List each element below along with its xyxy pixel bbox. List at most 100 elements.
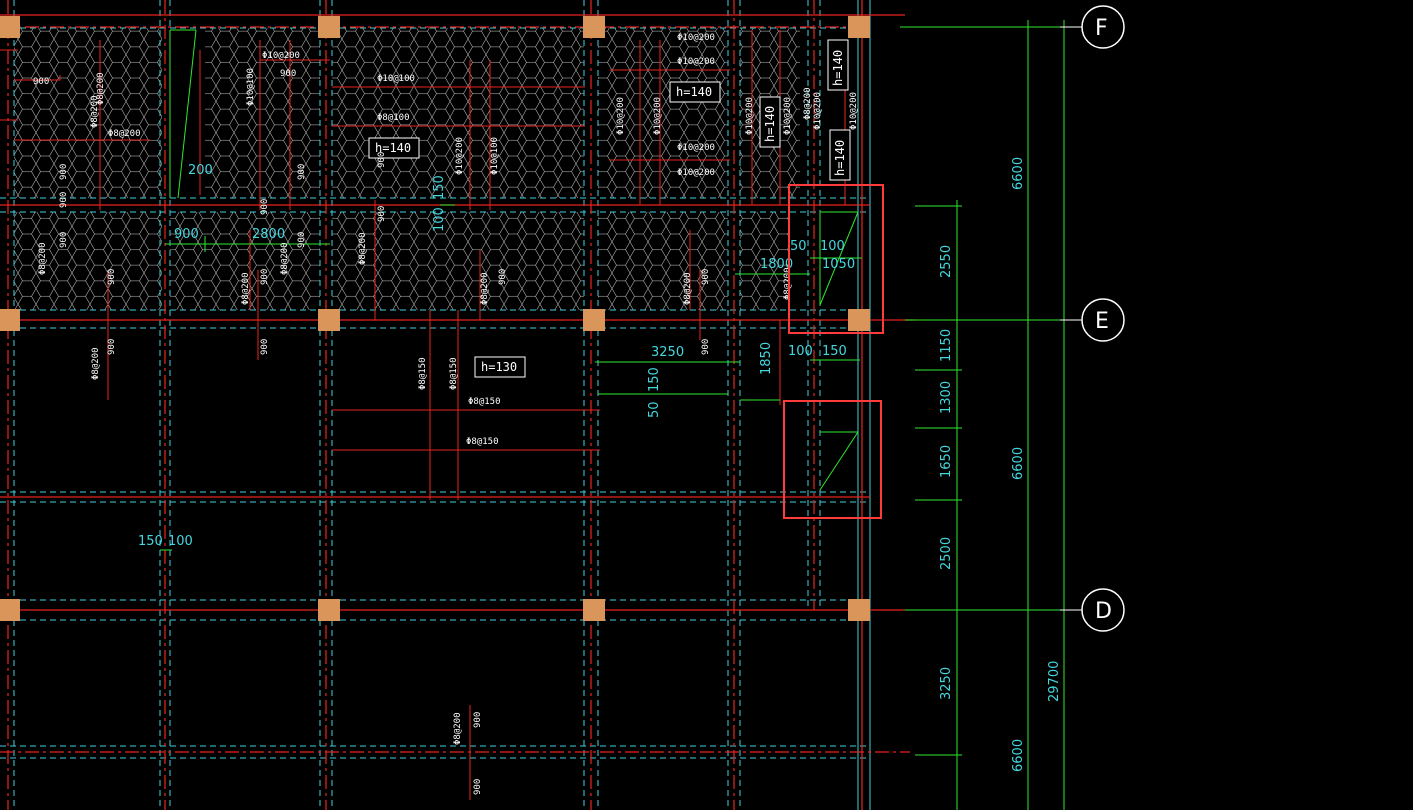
axis-label-d: D [1095,599,1112,624]
column-group [0,16,870,621]
rebar-label: Φ10@200 [677,57,715,67]
length-label: 900 [260,339,270,355]
dimension-label: 150 [432,175,447,200]
length-label: 900 [107,269,117,285]
rebar-label: Φ10@200 [677,143,715,153]
slab-hatch-group [14,28,800,310]
slab-hatch [14,28,162,198]
dimension-label: 150 [138,534,163,549]
slab-hatch [205,28,320,198]
column [583,599,605,621]
length-label: 900 [377,152,387,168]
slab-thickness-label: h=140 [833,140,847,176]
dimension-label: 50 [647,401,662,418]
dimension-label: 150 [647,367,662,392]
slab-hatch [170,212,320,310]
dimension-label: 3250 [939,667,954,700]
rebar-label: Φ8@200 [38,242,48,275]
slab-hatch [598,212,728,310]
length-label: 900 [377,206,387,222]
dimension-label: 100 [432,207,447,232]
rebar-label: Φ8@150 [418,357,428,390]
rebar-label: Φ8@200 [90,95,100,128]
dimension-label: 100 [788,344,813,359]
length-label: 900 [498,269,508,285]
length-label-group: 900 900 900 900 900 900 900 900 900 900 … [33,69,711,795]
slab-thickness-label: h=140 [676,85,712,99]
slab-thickness-label: h=140 [375,141,411,155]
dimension-label: 1850 [759,342,774,375]
slab-hatch [14,212,162,310]
length-label: 900 [33,77,49,87]
column [0,599,20,621]
length-label: 900 [260,199,270,215]
dimension-label-total: 29700 [1047,661,1062,702]
rebar-label: Φ8@150 [449,357,459,390]
rebar-label: Φ10@200 [616,97,626,135]
right-dimension-group: 6600 6600 6600 29700 2550 1150 1300 1650… [939,157,1062,772]
rebar-label: Φ10@200 [653,97,663,135]
highlight-box-2[interactable] [783,400,882,519]
dimension-label-6600: 6600 [1011,157,1026,190]
length-label: 900 [260,269,270,285]
axis-bubble-d[interactable] [1081,588,1125,632]
rebar-label: Φ8@200 [91,347,101,380]
rebar-label: Φ8@150 [468,397,501,407]
axis-bubble-f[interactable] [1081,5,1125,49]
rebar-label: Φ10@100 [490,137,500,175]
rebar-label: Φ10@200 [783,97,793,135]
rebar-label: Φ10@100 [246,68,256,106]
rebar-label: Φ8@200 [453,712,463,745]
highlight-box-1[interactable] [788,184,884,334]
beam-centerline-group [0,0,915,810]
dimension-label: 1650 [939,445,954,478]
slab-thickness-label: h=140 [831,50,845,86]
axis-label-f: F [1095,16,1108,41]
length-label: 900 [473,712,483,728]
length-label: 900 [280,69,296,79]
length-label: 900 [297,232,307,248]
column [318,309,340,331]
length-label: 900 [701,339,711,355]
column [0,309,20,331]
beam-outline-group [0,0,871,810]
rebar-label: Φ8@200 [108,129,141,139]
dimension-label: 3250 [651,345,684,360]
rebar-label: Φ8@200 [280,242,290,275]
rebar-label: Φ8@150 [466,437,499,447]
rebar-label: Φ8@200 [358,232,368,265]
rebar-label: Φ10@200 [262,51,300,61]
dimension-line-group [160,20,1090,810]
length-label: 900 [107,339,117,355]
axis-bubble-e[interactable] [1081,298,1125,342]
slab-thickness-label: h=140 [763,106,777,142]
rebar-label: Φ10@100 [377,74,415,84]
dimension-label: 1050 [822,257,855,272]
length-label: 900 [59,232,69,248]
rebar-label: Φ10@200 [849,92,859,130]
length-label: 900 [701,269,711,285]
axis-label-e: E [1095,309,1109,334]
column [583,309,605,331]
column [318,16,340,38]
rebar-label: Φ8@200 [683,272,693,305]
rebar-label: Φ8@200 [241,272,251,305]
slab-thickness-label: h=130 [481,360,517,374]
dimension-label: 2550 [939,245,954,278]
dimension-label: 1150 [939,329,954,362]
rebar-line-group [0,30,846,800]
rebar-label: Φ10@200 [677,168,715,178]
column [318,599,340,621]
length-label: 900 [59,192,69,208]
rebar-label-group: Φ8@200 Φ8@200 Φ10@200 Φ10@100 Φ10@100 Φ1… [38,33,859,745]
dimension-label: 1300 [939,381,954,414]
rebar-label: Φ8@200 [96,72,106,105]
column [848,599,870,621]
rebar-label: Φ10@200 [745,97,755,135]
dimension-label: 150 [822,344,847,359]
rebar-label: Φ10@200 [455,137,465,175]
plan-dimension-group: 200 150 100 900 2800 50 100 1800 1050 32… [138,163,855,549]
rebar-label: Φ8@100 [377,113,410,123]
dimension-label: 100 [820,239,845,254]
